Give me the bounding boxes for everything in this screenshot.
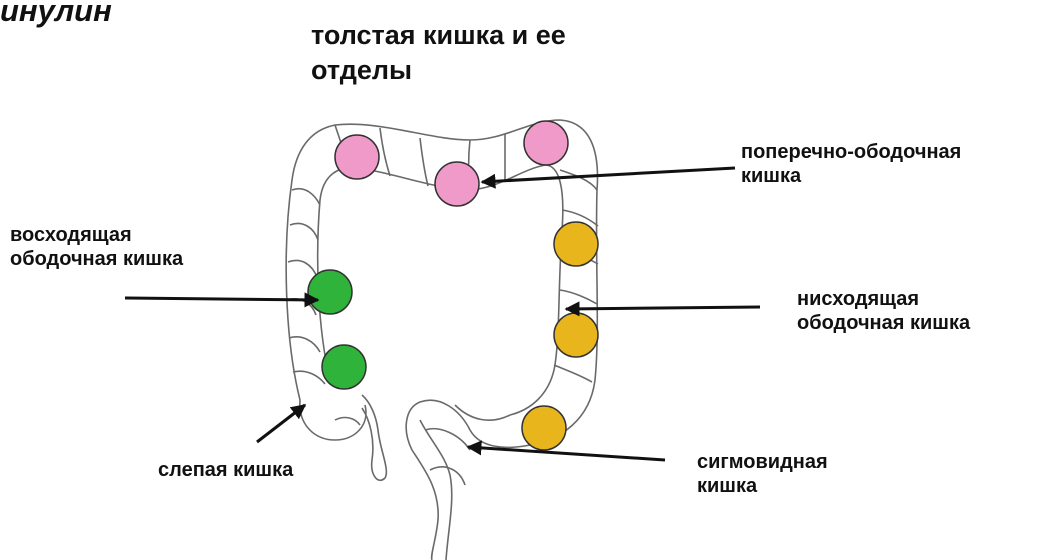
ascending-marker-2 xyxy=(322,345,366,389)
label-ascending: восходящая ободочная кишка xyxy=(10,223,183,272)
arrow-sigmoid xyxy=(468,447,665,460)
arrow-descending xyxy=(566,307,760,309)
label-sigmoid: сигмовидная кишка xyxy=(697,450,828,499)
arrow-cecum xyxy=(257,405,305,442)
transverse-marker-3 xyxy=(524,121,568,165)
label-arrows xyxy=(125,168,760,460)
arrow-transverse xyxy=(482,168,735,182)
transverse-markers xyxy=(335,121,568,206)
descending-marker-2 xyxy=(554,313,598,357)
arrow-ascending xyxy=(125,298,318,300)
label-cecum: слепая кишка xyxy=(158,458,293,482)
ascending-marker-1 xyxy=(308,270,352,314)
transverse-marker-1 xyxy=(335,135,379,179)
ascending-markers xyxy=(308,270,366,389)
descending-markers xyxy=(522,222,598,450)
label-transverse: поперечно-ободочная кишка xyxy=(741,140,961,189)
sigmoid-marker xyxy=(522,406,566,450)
descending-marker-1 xyxy=(554,222,598,266)
label-descending: нисходящая ободочная кишка xyxy=(797,287,970,336)
transverse-marker-2 xyxy=(435,162,479,206)
